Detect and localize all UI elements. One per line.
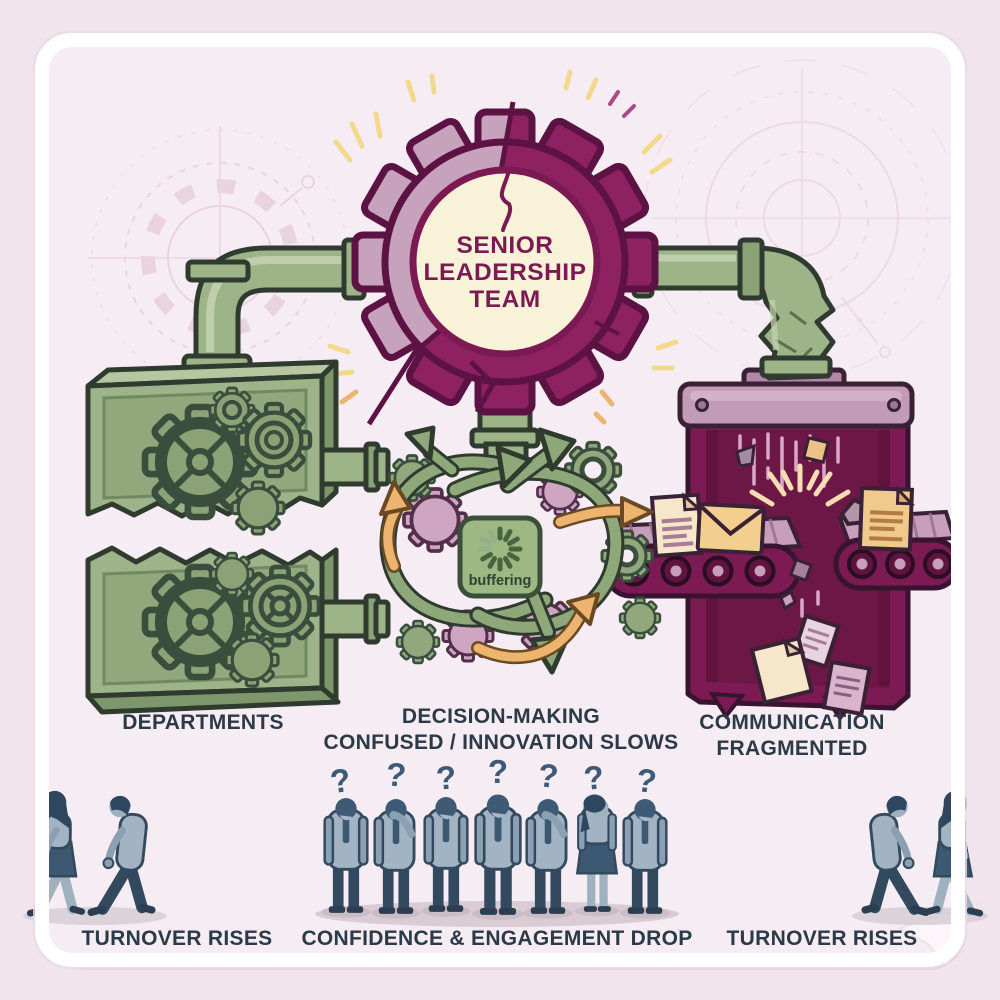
departments-machine-bottom-half: [85, 545, 341, 715]
buffering-box: buffering: [457, 515, 543, 599]
caption-turnover-right: TURNOVER RISES: [727, 927, 918, 950]
frame-border: [35, 33, 965, 967]
screw-icon: [695, 398, 709, 412]
caption-decision-line1: DECISION-MAKING: [402, 705, 600, 728]
burst-spark: [749, 463, 851, 507]
tangled-arrows-orange: [379, 480, 654, 665]
caption-departments: DEPARTMENTS: [122, 711, 284, 734]
question-mark: ?: [582, 758, 606, 797]
conveyor-right-rollers: [847, 549, 953, 579]
frame-outer-edge: [33, 31, 967, 969]
departments-pipe-stub-bottom: [319, 593, 391, 645]
question-mark: ?: [488, 753, 508, 790]
envelope-icon: [695, 502, 766, 556]
caption-communication-line1: COMMUNICATION: [699, 711, 885, 734]
left-pipe: [181, 237, 367, 381]
caption-confidence-engagement: CONFIDENCE & ENGAGEMENT DROP: [301, 927, 692, 950]
gear-title-line3: TEAM: [469, 286, 540, 313]
gear-crack: [499, 168, 513, 232]
conveyor-left-rollers: [618, 555, 776, 587]
departments-machine: [85, 359, 391, 715]
walkers-left: [23, 791, 167, 925]
spark-marks-yellow: [327, 69, 679, 377]
spinner-icon: [477, 526, 523, 572]
caption-turnover-left: TURNOVER RISES: [82, 927, 273, 950]
decision-tangle: buffering: [379, 425, 662, 675]
screw-icon: [887, 398, 901, 412]
spark-marks-magenta: [608, 90, 636, 118]
departments-pipe-stub-top: [319, 441, 391, 493]
question-mark: ?: [634, 761, 659, 800]
gear-crack: [469, 360, 497, 414]
caption-communication-line2: FRAGMENTED: [716, 737, 867, 760]
gear-title-line2: LEADERSHIP: [424, 259, 587, 286]
question-mark: ?: [435, 758, 458, 796]
document-on-left-belt: [649, 492, 705, 558]
document-on-right-belt: [857, 485, 916, 552]
gear-title-line1: SENIOR: [457, 232, 554, 259]
senior-leadership-gear: SENIOR LEADERSHIP TEAM: [355, 101, 655, 426]
question-mark: ?: [536, 756, 560, 795]
spark-marks-orange: [339, 389, 615, 425]
falling-papers: [749, 557, 872, 717]
caption-decision-line2: CONFUSED / INNOVATION SLOWS: [324, 731, 679, 754]
people-confused-group: ? ? ? ? ? ? ?: [315, 753, 679, 927]
communication-machine: [603, 355, 961, 722]
buffering-label: buffering: [469, 573, 532, 589]
question-mark: ?: [384, 755, 407, 794]
departments-machine-top-half: [85, 359, 339, 536]
gear-center-plate: [409, 166, 601, 358]
machine-top-bar: [677, 381, 915, 429]
gear-crack: [594, 320, 620, 336]
